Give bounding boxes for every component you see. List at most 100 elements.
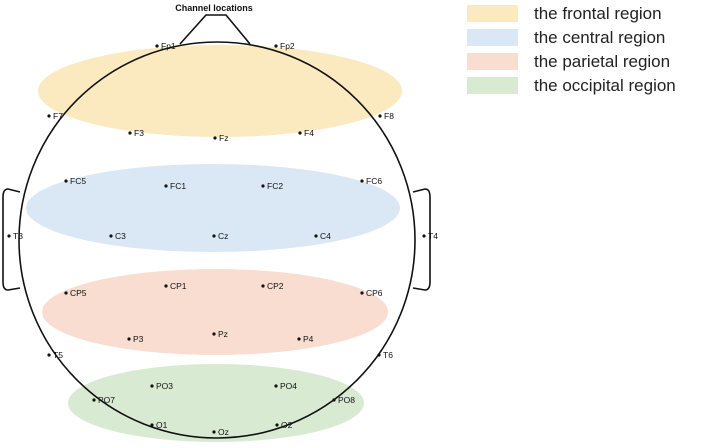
- channel-label: CP1: [170, 281, 187, 291]
- channel-dot: [109, 234, 113, 238]
- region-bands: [26, 45, 402, 442]
- legend-item-central: the central region: [467, 28, 665, 47]
- channel-fc6: FC6: [360, 176, 382, 186]
- channel-dot: [212, 332, 216, 336]
- channel-label: F4: [304, 128, 314, 138]
- channel-dot: [128, 131, 132, 135]
- head-outline: [2, 14, 431, 439]
- left-ear-outline: [2, 188, 21, 291]
- channel-c3: C3: [109, 231, 126, 241]
- channel-label: FC2: [267, 181, 283, 191]
- channel-dot: [164, 184, 168, 188]
- channel-label: O2: [281, 420, 293, 430]
- legend-label: the parietal region: [534, 52, 670, 71]
- channel-dot: [298, 131, 302, 135]
- channel-dot: [64, 179, 68, 183]
- legend-item-parietal: the parietal region: [467, 52, 670, 71]
- channel-label: FC5: [70, 176, 86, 186]
- head-circle: [18, 41, 416, 439]
- legend-swatch: [467, 5, 518, 22]
- channel-fc1: FC1: [164, 181, 186, 191]
- channel-f8: F8: [378, 111, 394, 121]
- channel-dot: [7, 234, 11, 238]
- channel-fc2: FC2: [261, 181, 283, 191]
- legend-label: the central region: [534, 28, 665, 47]
- channel-label: CP6: [366, 288, 383, 298]
- channel-label: F3: [134, 128, 144, 138]
- channel-dot: [127, 337, 131, 341]
- channel-label: T6: [383, 350, 393, 360]
- channel-dot: [377, 353, 381, 357]
- channel-cz: Cz: [212, 231, 228, 241]
- channel-dot: [47, 353, 51, 357]
- channel-label: Cz: [218, 231, 228, 241]
- channel-label: P3: [133, 334, 144, 344]
- legend-label: the occipital region: [534, 76, 676, 95]
- channel-dot: [212, 234, 216, 238]
- channel-dot: [164, 284, 168, 288]
- channel-dot: [332, 398, 336, 402]
- channel-dot: [150, 384, 154, 388]
- channel-po4: PO4: [274, 381, 297, 391]
- right-ear-outline: [412, 188, 431, 291]
- channel-label: T5: [53, 350, 63, 360]
- channel-dot: [64, 291, 68, 295]
- channel-dot: [47, 114, 51, 118]
- nose-outline: [179, 14, 251, 45]
- channel-cp5: CP5: [64, 288, 87, 298]
- channel-po7: PO7: [92, 395, 115, 405]
- channel-label: T3: [13, 231, 23, 241]
- channel-label: Fp1: [161, 41, 176, 51]
- legend-swatch: [467, 77, 518, 94]
- channel-dot: [150, 423, 154, 427]
- channel-label: T4: [428, 231, 438, 241]
- channel-fp1: Fp1: [155, 41, 176, 51]
- channel-label: PO3: [156, 381, 173, 391]
- channel-dot: [360, 291, 364, 295]
- channel-c4: C4: [314, 231, 331, 241]
- channel-label: FC6: [366, 176, 382, 186]
- channel-dot: [378, 114, 382, 118]
- channel-label: O1: [156, 420, 168, 430]
- legend-item-occipital: the occipital region: [467, 76, 676, 95]
- legend-swatch: [467, 53, 518, 70]
- channel-label: PO4: [280, 381, 297, 391]
- channel-label: Pz: [218, 329, 228, 339]
- channel-f3: F3: [128, 128, 144, 138]
- channel-o1: O1: [150, 420, 168, 430]
- legend-swatch: [467, 29, 518, 46]
- channel-dot: [212, 430, 216, 434]
- channel-dot: [155, 44, 159, 48]
- diagram-title: Channel locations: [175, 3, 253, 13]
- channel-dot: [274, 44, 278, 48]
- channel-label: CP2: [267, 281, 284, 291]
- channel-dot: [422, 234, 426, 238]
- channel-label: F8: [384, 111, 394, 121]
- channel-label: FC1: [170, 181, 186, 191]
- channel-po3: PO3: [150, 381, 173, 391]
- channel-dot: [261, 284, 265, 288]
- channel-p3: P3: [127, 334, 144, 344]
- channel-label: PO7: [98, 395, 115, 405]
- channel-po8: PO8: [332, 395, 355, 405]
- channel-fc5: FC5: [64, 176, 86, 186]
- channel-label: CP5: [70, 288, 87, 298]
- channel-t5: T5: [47, 350, 63, 360]
- channel-label: C4: [320, 231, 331, 241]
- channel-label: Oz: [218, 427, 229, 437]
- channel-cp1: CP1: [164, 281, 187, 291]
- channel-t3: T3: [7, 231, 23, 241]
- legend-label: the frontal region: [534, 4, 662, 23]
- central-region-band: [26, 164, 400, 252]
- channel-f4: F4: [298, 128, 314, 138]
- channel-cp6: CP6: [360, 288, 383, 298]
- channel-dot: [297, 337, 301, 341]
- channel-p4: P4: [297, 334, 314, 344]
- channel-fz: Fz: [213, 133, 228, 143]
- channel-dot: [275, 423, 279, 427]
- channel-dot: [213, 136, 217, 140]
- channel-t6: T6: [377, 350, 393, 360]
- channel-label: Fp2: [280, 41, 295, 51]
